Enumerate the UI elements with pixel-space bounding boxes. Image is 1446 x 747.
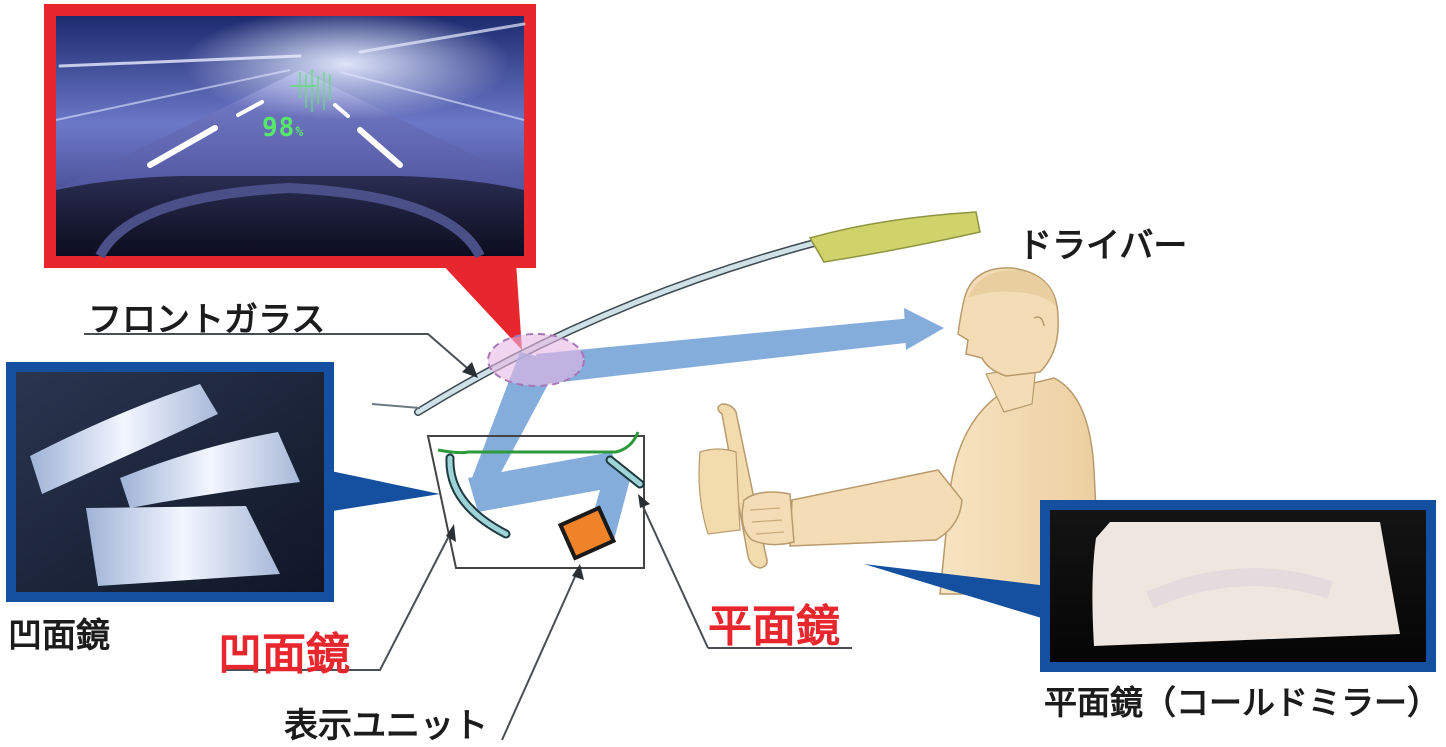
light-path xyxy=(468,308,944,540)
cold-mirror-photo xyxy=(864,500,1436,672)
windshield xyxy=(371,238,822,416)
cold-mirror-label: 平面鏡（コールドミラー） xyxy=(1044,683,1440,722)
blue-callout-pointer-left xyxy=(326,470,440,512)
concave-mirror-photo xyxy=(6,362,440,602)
sun-visor xyxy=(808,211,981,263)
hud-housing xyxy=(426,431,645,569)
driver-label: ドライバー xyxy=(1018,226,1188,266)
leader-lines xyxy=(84,333,852,741)
red-callout-pointer xyxy=(440,262,522,350)
driver-figure xyxy=(698,267,1101,595)
light-arrowhead xyxy=(904,308,944,350)
display-unit-block xyxy=(557,505,617,561)
hud-value: 98 xyxy=(262,113,296,143)
hud-unit: % xyxy=(295,125,305,140)
hud-speed-readout: 98% xyxy=(262,113,304,143)
windshield-label: フロントガラス xyxy=(88,300,326,340)
plane-mirror-label: 平面鏡 xyxy=(708,601,840,652)
concave-mirror-photo-label: 凹面鏡 xyxy=(8,616,110,656)
leader-arrowheads xyxy=(446,362,650,580)
blue-callout-pointer-right xyxy=(864,564,1048,620)
display-unit-label: 表示ユニット xyxy=(284,706,488,746)
hud-view-photo xyxy=(44,4,536,350)
concave-mirror-label: 凹面鏡 xyxy=(218,629,350,680)
hud-projection-area xyxy=(487,333,585,387)
